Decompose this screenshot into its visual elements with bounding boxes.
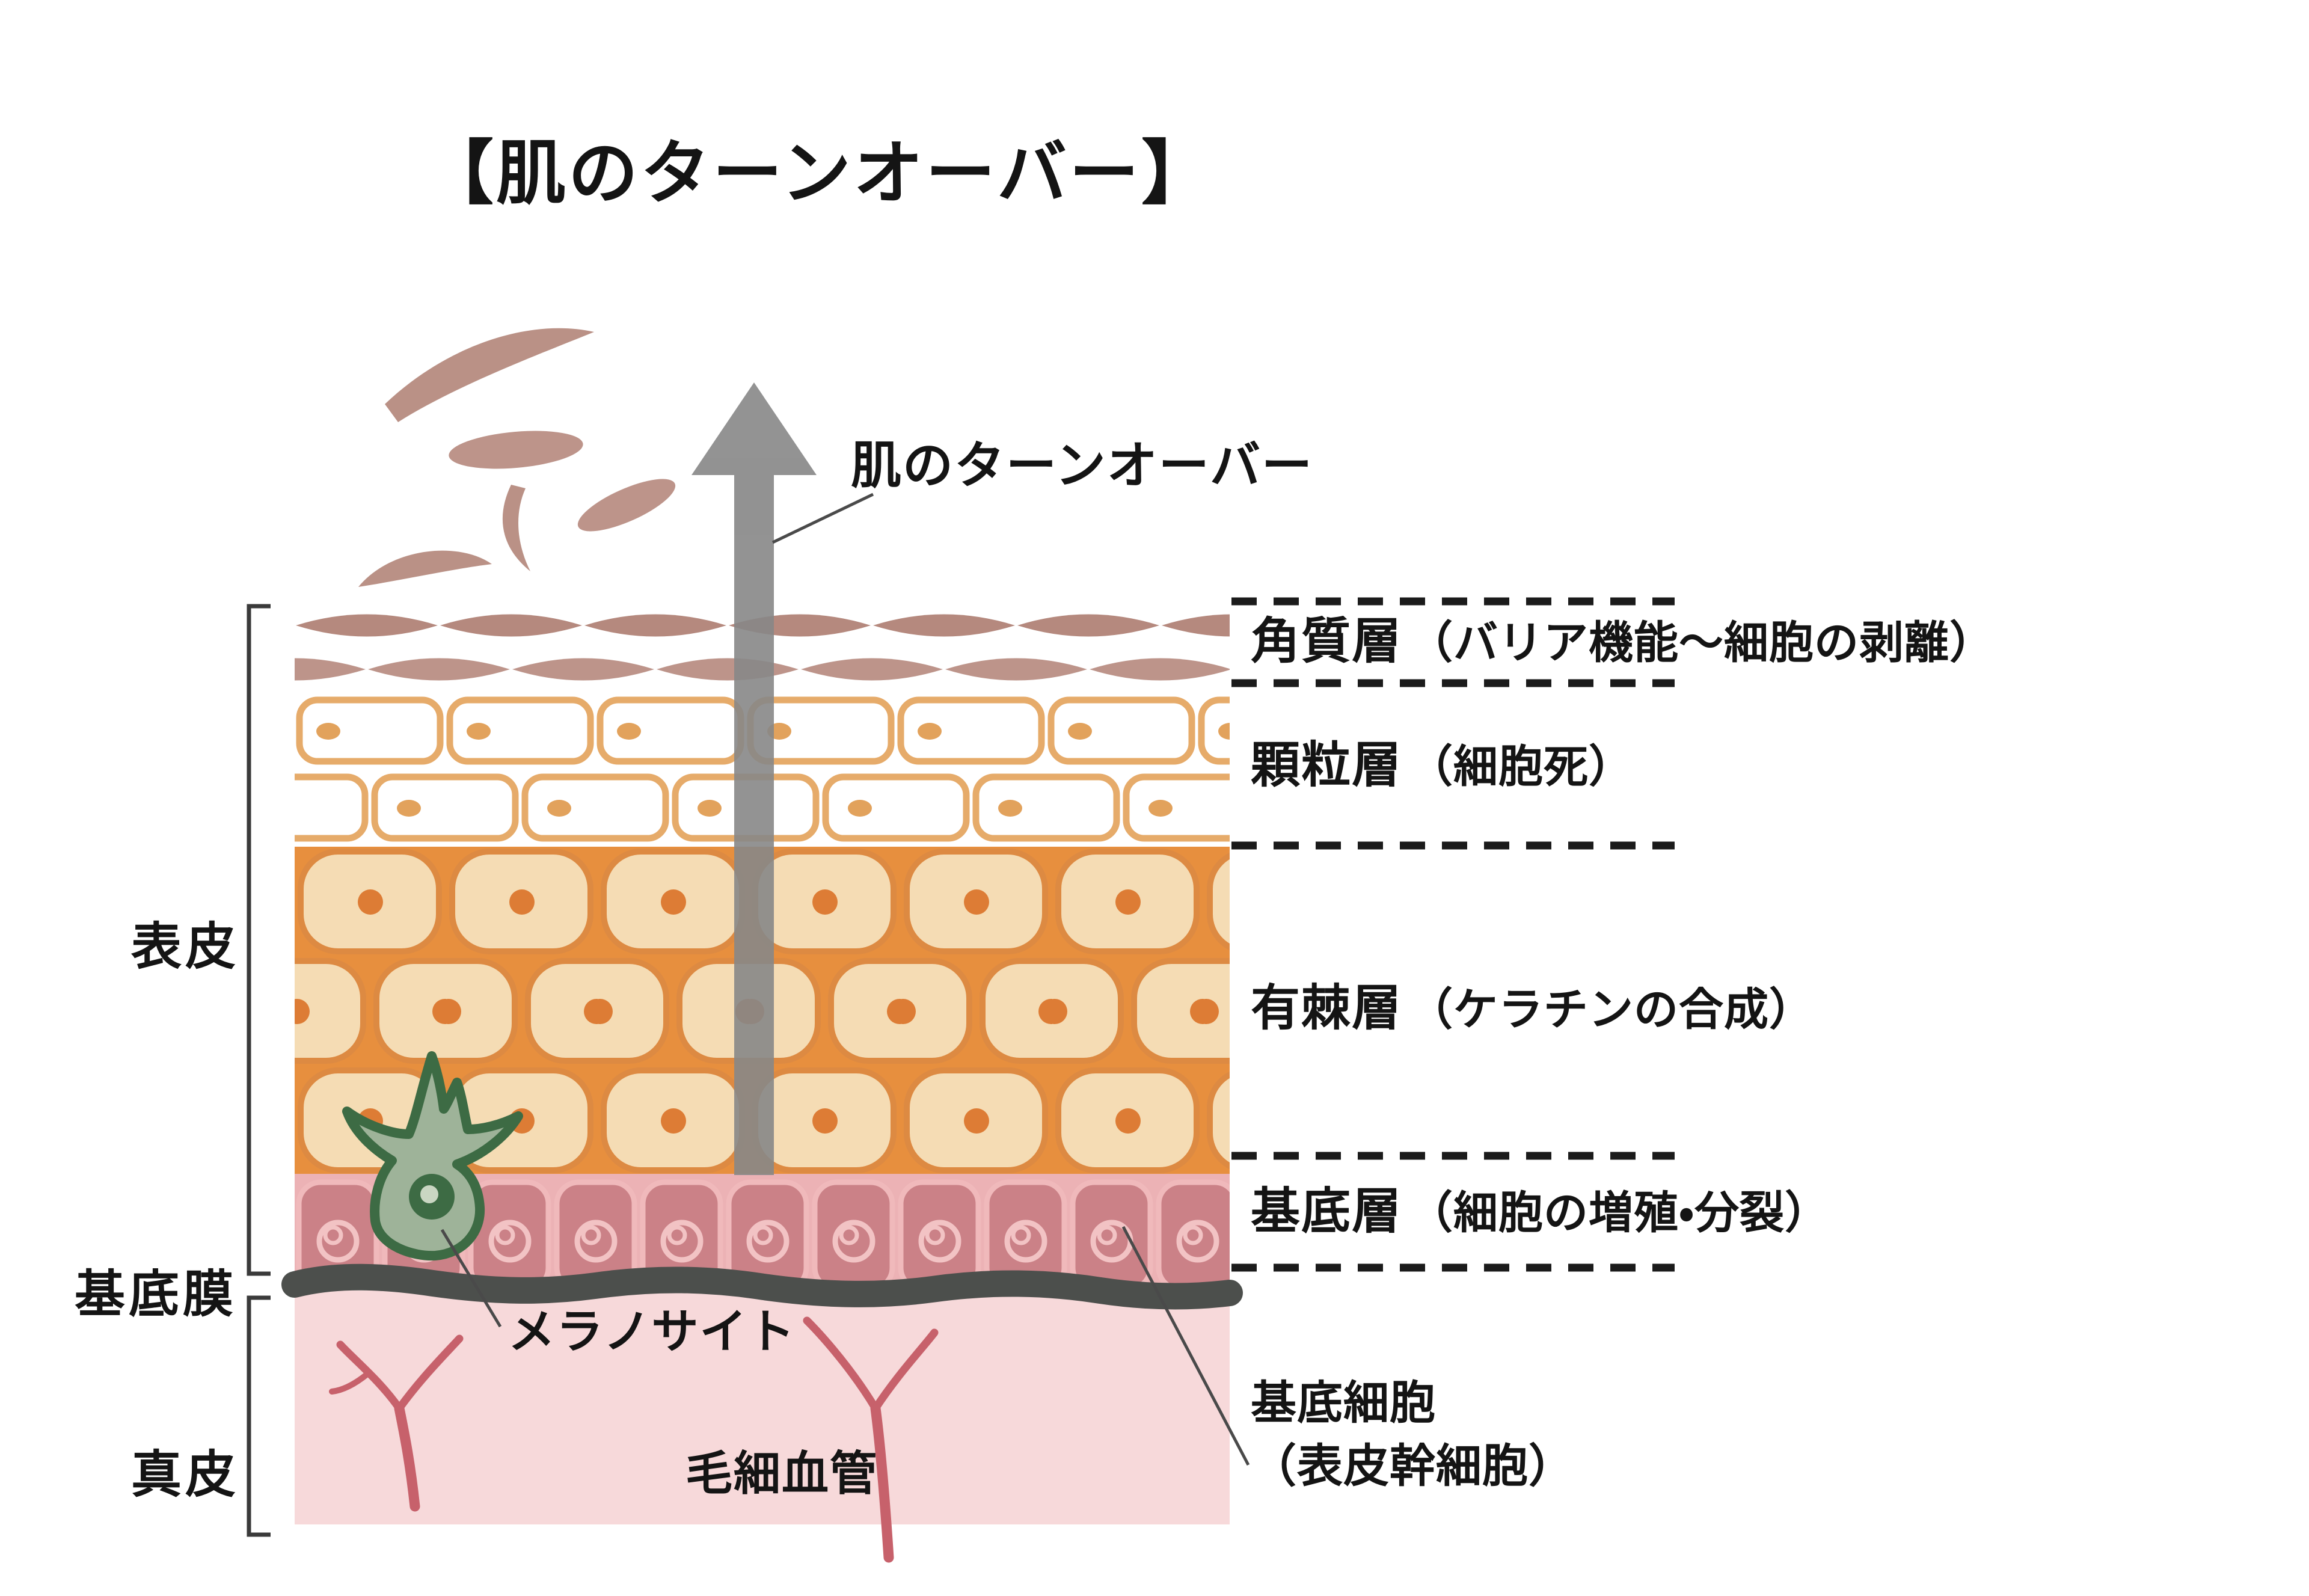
layer-desc: （細胞の増殖・分裂） — [1408, 1188, 1830, 1238]
layer-name: 顆粒層 — [1251, 738, 1403, 793]
turnover-arrow — [691, 382, 817, 1175]
basal-cell-line2: （表皮幹細胞） — [1251, 1440, 1575, 1492]
layer-name: 基底層 — [1251, 1184, 1403, 1239]
label-stratum-corneum: 角質層（バリア機能～細胞の剥離） — [1251, 614, 1995, 669]
label-spinous-layer: 有棘層（ケラチンの合成） — [1251, 981, 1814, 1036]
page-title: 【肌のターンオーバー】 — [424, 134, 1214, 212]
label-basement-membrane: 基底膜 — [75, 1266, 238, 1322]
melanocyte-art — [342, 1051, 523, 1261]
layer-name: 有棘層 — [1251, 981, 1403, 1036]
melanocyte-leader-line — [440, 1229, 502, 1328]
capillary-art — [329, 1316, 939, 1563]
label-capillary: 毛細血管 — [685, 1447, 879, 1500]
label-melanocyte: メラノサイト — [508, 1305, 796, 1358]
basement-membrane-art — [281, 1263, 1243, 1310]
flaking-cells-art — [358, 328, 676, 587]
dashed-boundary-lines — [1231, 597, 1675, 1272]
turnover-leader-line — [771, 493, 874, 544]
layer-desc: （バリア機能～細胞の剥離） — [1408, 618, 1995, 668]
layer-name: 角質層 — [1251, 614, 1403, 669]
turnover-arrow-label: 肌のターンオーバー — [851, 437, 1313, 494]
label-granular-layer: 顆粒層（細胞死） — [1251, 738, 1634, 793]
dermis-bracket — [247, 1295, 271, 1537]
dermis-layer-art — [295, 1291, 1230, 1563]
basal-cell-leader-line — [1121, 1226, 1250, 1466]
label-dermis: 真皮 — [131, 1446, 240, 1503]
label-epidermis: 表皮 — [131, 918, 240, 975]
label-basal-cell: 基底細胞 （表皮幹細胞） — [1251, 1372, 1575, 1499]
layer-desc: （細胞死） — [1408, 741, 1634, 791]
epidermis-bracket — [247, 604, 271, 1276]
leader-lines — [440, 493, 1250, 1466]
layer-desc: （ケラチンの合成） — [1408, 984, 1815, 1034]
basal-cell-line1: 基底細胞 — [1251, 1378, 1436, 1429]
label-basal-layer: 基底層（細胞の増殖・分裂） — [1251, 1184, 1830, 1239]
